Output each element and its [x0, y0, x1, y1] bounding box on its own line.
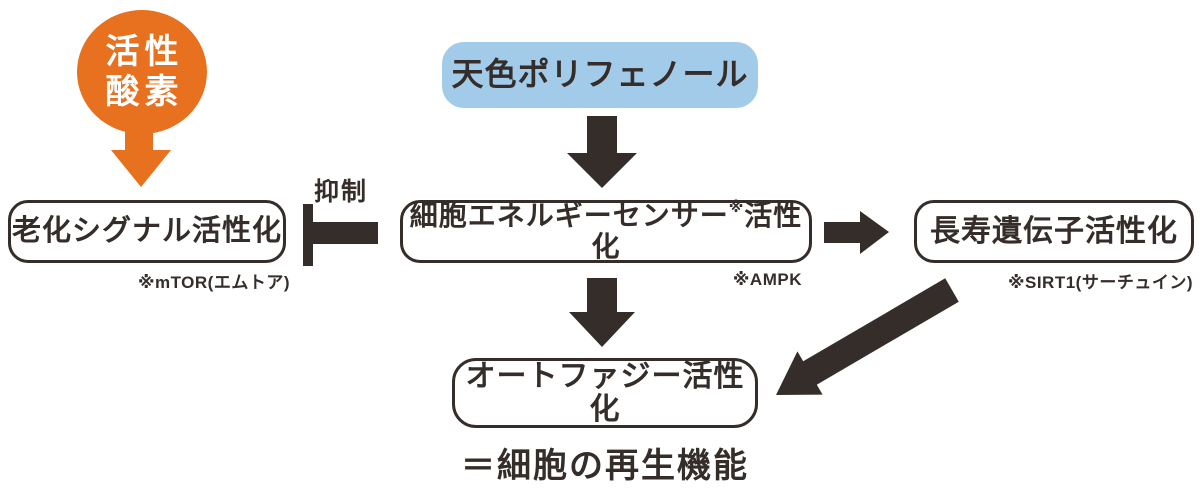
inhibition-label: 抑制 [314, 178, 369, 206]
note-ampk: ※AMPK [732, 270, 802, 289]
equation-caption: ＝細胞の再生機能 [461, 447, 749, 485]
node-autophagy: オートファジー活性化 [452, 358, 758, 428]
inhibition-tbar [303, 204, 378, 266]
energy-sensor-label-sup: ※ [728, 199, 745, 217]
reactive-oxygen-line2: 酸素 [105, 73, 184, 111]
longevity-gene-label: 長寿遺伝子活性化 [930, 215, 1178, 248]
node-aging-signal: 老化シグナル活性化 [8, 200, 286, 263]
reactive-oxygen-line1: 活性 [105, 32, 184, 71]
aging-signal-label: 老化シグナル活性化 [11, 214, 282, 247]
energy-sensor-label: 細胞エネルギーセンサー※活性化 [403, 199, 809, 263]
autophagy-label: オートファジー活性化 [465, 360, 745, 426]
node-polyphenol: 天色ポリフェノール [442, 42, 758, 108]
polyphenol-label: 天色ポリフェノール [451, 56, 749, 93]
reactive-oxygen-down-arrow [111, 125, 171, 187]
node-longevity-gene: 長寿遺伝子活性化 [914, 200, 1194, 263]
energy-sensor-label-tail: 活性化 [591, 199, 803, 262]
note-sirt1: ※SIRT1(サーチュイン) [1007, 273, 1193, 292]
down-arrow-polyphenol-to-sensor [567, 116, 637, 188]
right-arrow-sensor-to-longevity [824, 211, 889, 254]
node-reactive-oxygen: 活性 酸素 [77, 10, 207, 134]
down-arrow-sensor-to-autophagy [569, 278, 635, 347]
node-energy-sensor: 細胞エネルギーセンサー※活性化 [400, 200, 812, 263]
note-mtor: ※mTOR(エムトア) [137, 273, 290, 292]
energy-sensor-label-main: 細胞エネルギーセンサー [409, 199, 729, 231]
diagonal-arrow-longevity-to-autophagy [776, 278, 959, 395]
